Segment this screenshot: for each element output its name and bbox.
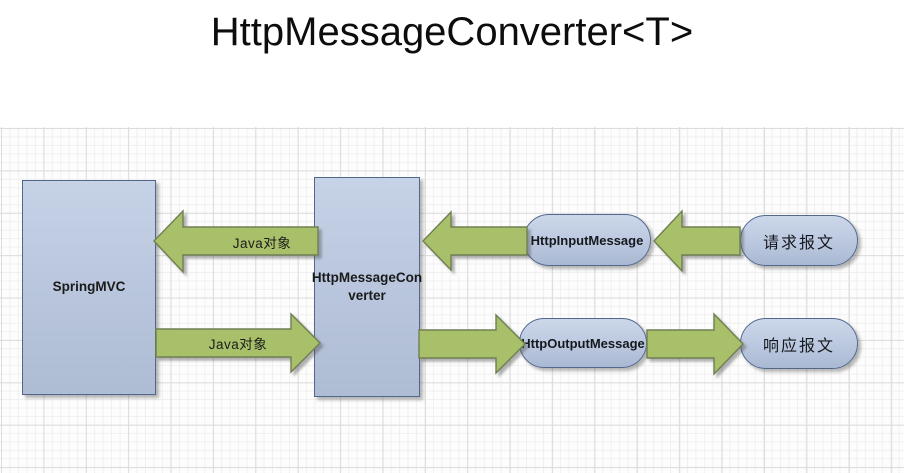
arrow-request-to-inputmessage[interactable]	[652, 208, 742, 274]
arrow-inputmessage-to-converter[interactable]	[421, 210, 529, 272]
node-converter[interactable]: HttpMessageCon verter	[311, 177, 423, 397]
node-springmvc[interactable]: SpringMVC	[22, 180, 156, 395]
arrow-converter-to-springmvc[interactable]: Java对象	[152, 209, 320, 274]
node-springmvc-label: SpringMVC	[52, 279, 126, 295]
diagram-grid-canvas: SpringMVC HttpMessageCon verter HttpInpu…	[0, 127, 904, 473]
node-httpoutputmessage[interactable]: HttpOutputMessage	[519, 318, 647, 368]
node-httpoutputmessage-label: HttpOutputMessage	[521, 335, 645, 351]
arrow-converter-to-outputmessage[interactable]	[417, 313, 527, 375]
node-httpinputmessage-label: HttpInputMessage	[530, 232, 644, 248]
node-response-message-label: 响应报文	[762, 337, 835, 355]
node-response-message[interactable]: 响应报文	[740, 318, 858, 369]
arrow-outputmessage-to-response[interactable]	[645, 312, 745, 376]
node-converter-label-line2: verter	[348, 288, 386, 303]
arrow-springmvc-to-converter[interactable]: Java对象	[154, 312, 322, 374]
node-request-message[interactable]: 请求报文	[740, 215, 858, 266]
node-request-message-label: 请求报文	[762, 234, 835, 252]
node-httpinputmessage[interactable]: HttpInputMessage	[523, 214, 651, 266]
page-title: HttpMessageConverter<T>	[210, 10, 694, 54]
node-converter-label-line1: HttpMessageCon	[311, 269, 423, 285]
